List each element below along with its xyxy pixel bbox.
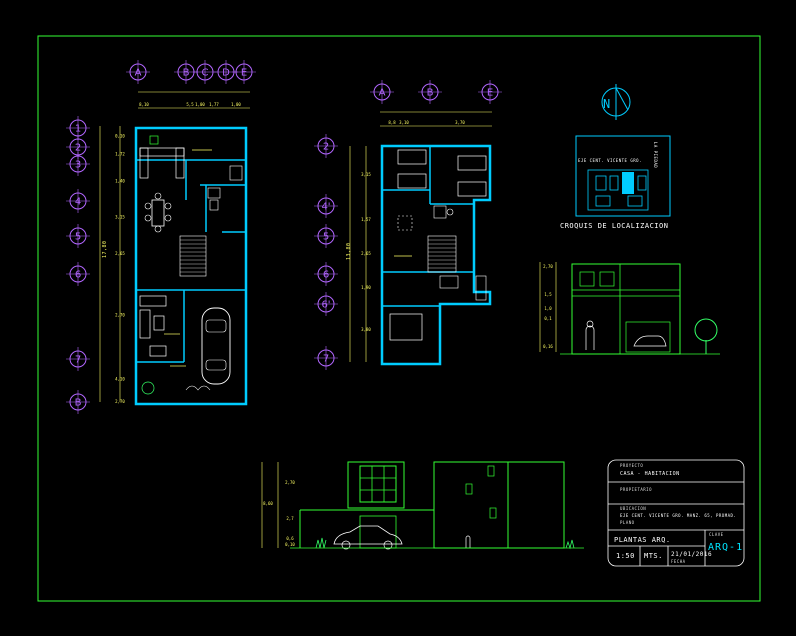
dim-label: 0,16 [543, 344, 553, 349]
svg-text:E: E [487, 88, 493, 99]
ground-total-dim: 17,80 [102, 240, 108, 258]
axis-bubble-B: B [418, 80, 442, 104]
axis-bubble-row-6: 6 [314, 262, 338, 286]
axis-bubble-row-2: 2 [314, 134, 338, 158]
axis-bubble-E: E [478, 80, 502, 104]
svg-text:C: C [202, 68, 209, 79]
svg-text:1: 1 [75, 124, 81, 135]
side-elevation[interactable]: 2,70 1,5 1,0 0,1 0,16 [539, 262, 720, 355]
svg-text:B: B [427, 88, 434, 99]
svg-text:5: 5 [75, 232, 81, 243]
car-side-view [333, 525, 403, 545]
unidad-value: MTS. [644, 552, 663, 560]
sofa [139, 295, 167, 307]
escala-value: 1:50 [616, 552, 635, 560]
axis-bubble-row-7: 7 [314, 346, 338, 370]
dim-label: 1,5 [544, 292, 552, 297]
dining-table [151, 199, 165, 227]
svg-text:D: D [222, 68, 230, 79]
axis-bubble-A: A [370, 80, 394, 104]
svg-text:7: 7 [75, 355, 81, 366]
dim-label: 1,0 [544, 306, 552, 311]
dim-label: 1,00 [231, 102, 241, 107]
dim-label: 8,10 [139, 102, 149, 107]
dim-label: 2,7 [286, 516, 294, 521]
upper-total-dim: 13,80 [346, 242, 352, 260]
proyecto-label: PROYECTO [620, 463, 644, 468]
dim-label: 0,10 [285, 542, 295, 547]
axis-bubble-row-4': 4' [314, 194, 338, 218]
title-block[interactable] [607, 459, 745, 567]
svg-text:5: 5 [323, 232, 329, 243]
propietario-label: PROPIETARIO [620, 487, 652, 492]
ground-exterior-walls [134, 126, 248, 406]
clave-label: CLAVE [709, 532, 724, 537]
svg-text:4': 4' [321, 202, 330, 213]
svg-text:4: 4 [75, 197, 81, 208]
svg-text:E: E [241, 68, 247, 79]
svg-text:2: 2 [323, 142, 329, 153]
svg-text:6: 6 [323, 270, 329, 281]
tree-icon [694, 318, 718, 342]
plano-value: PLANTAS ARQ. [614, 536, 671, 544]
street-side-label: LA PIEDAD [653, 142, 658, 169]
axis-bubble-row-6: 6 [66, 262, 90, 286]
axis-bubble-row-3: 3 [66, 152, 90, 176]
axis-bubble-row-5: 5 [314, 224, 338, 248]
svg-text:B: B [183, 68, 190, 79]
svg-text:6': 6' [321, 300, 330, 311]
street-top-label: EJE CENT. VICENTE GRO. [578, 158, 642, 163]
upper-exterior-walls [380, 144, 492, 366]
bed-1 [397, 149, 427, 165]
axis-bubble-A: A [126, 60, 150, 84]
svg-text:B: B [75, 398, 82, 409]
fecha-label: FECHA [671, 559, 686, 564]
dim-label: 3,10 [399, 120, 409, 125]
dim-label: 3,70 [455, 120, 465, 125]
dim-label: 0,1 [544, 316, 552, 321]
axis-bubble-row-4: 4 [66, 189, 90, 213]
dim-label: 8,60 [263, 501, 273, 506]
svg-text:6: 6 [75, 270, 81, 281]
clave-value: ARQ-1 [708, 542, 744, 553]
dim-label: 2,70 [285, 480, 295, 485]
north-label: N [603, 97, 611, 111]
axis-bubble-row-7: 7 [66, 347, 90, 371]
plano-label: PLANO [620, 520, 635, 525]
svg-text:7: 7 [323, 354, 329, 365]
axis-bubble-row-B: B [66, 390, 90, 414]
dim-label: 1,00 [195, 102, 205, 107]
bed-3 [389, 313, 423, 341]
svg-text:2: 2 [75, 143, 81, 154]
axis-bubble-row-5: 5 [66, 224, 90, 248]
dim-label: 1,77 [209, 102, 219, 107]
car-top-view [201, 307, 231, 385]
svg-text:A: A [135, 68, 142, 79]
lot-marker [622, 172, 634, 194]
location-sketch[interactable] [575, 84, 671, 217]
ubicacion-label: UBICACION [620, 506, 647, 511]
svg-text:3: 3 [75, 160, 81, 171]
proyecto-value: CASA - HABITACION [620, 471, 680, 477]
fecha-value: 21/01/2016 [671, 551, 713, 558]
dim-label: 0,6 [286, 536, 294, 541]
svg-text:A: A [379, 88, 386, 99]
dim-label: 8,8 [388, 120, 396, 125]
dim-label: 2,70 [543, 264, 553, 269]
upper-stairs [427, 235, 457, 273]
axis-bubble-C: C [193, 60, 217, 84]
bed-2 [457, 155, 487, 171]
axis-bubble-row-6': 6' [314, 292, 338, 316]
ubicacion-value: EJE CENT. VICENTE GRO. MANZ. 65, PROMAD. [620, 513, 737, 518]
front-elevation[interactable]: 2,70 8,60 2,7 0,60,10 [261, 461, 584, 550]
sheet-border [37, 35, 761, 602]
axis-bubble-E: E [232, 60, 256, 84]
location-caption: CROQUIS DE LOCALIZACION [560, 222, 669, 230]
dim-label: 5,5 [186, 102, 194, 107]
